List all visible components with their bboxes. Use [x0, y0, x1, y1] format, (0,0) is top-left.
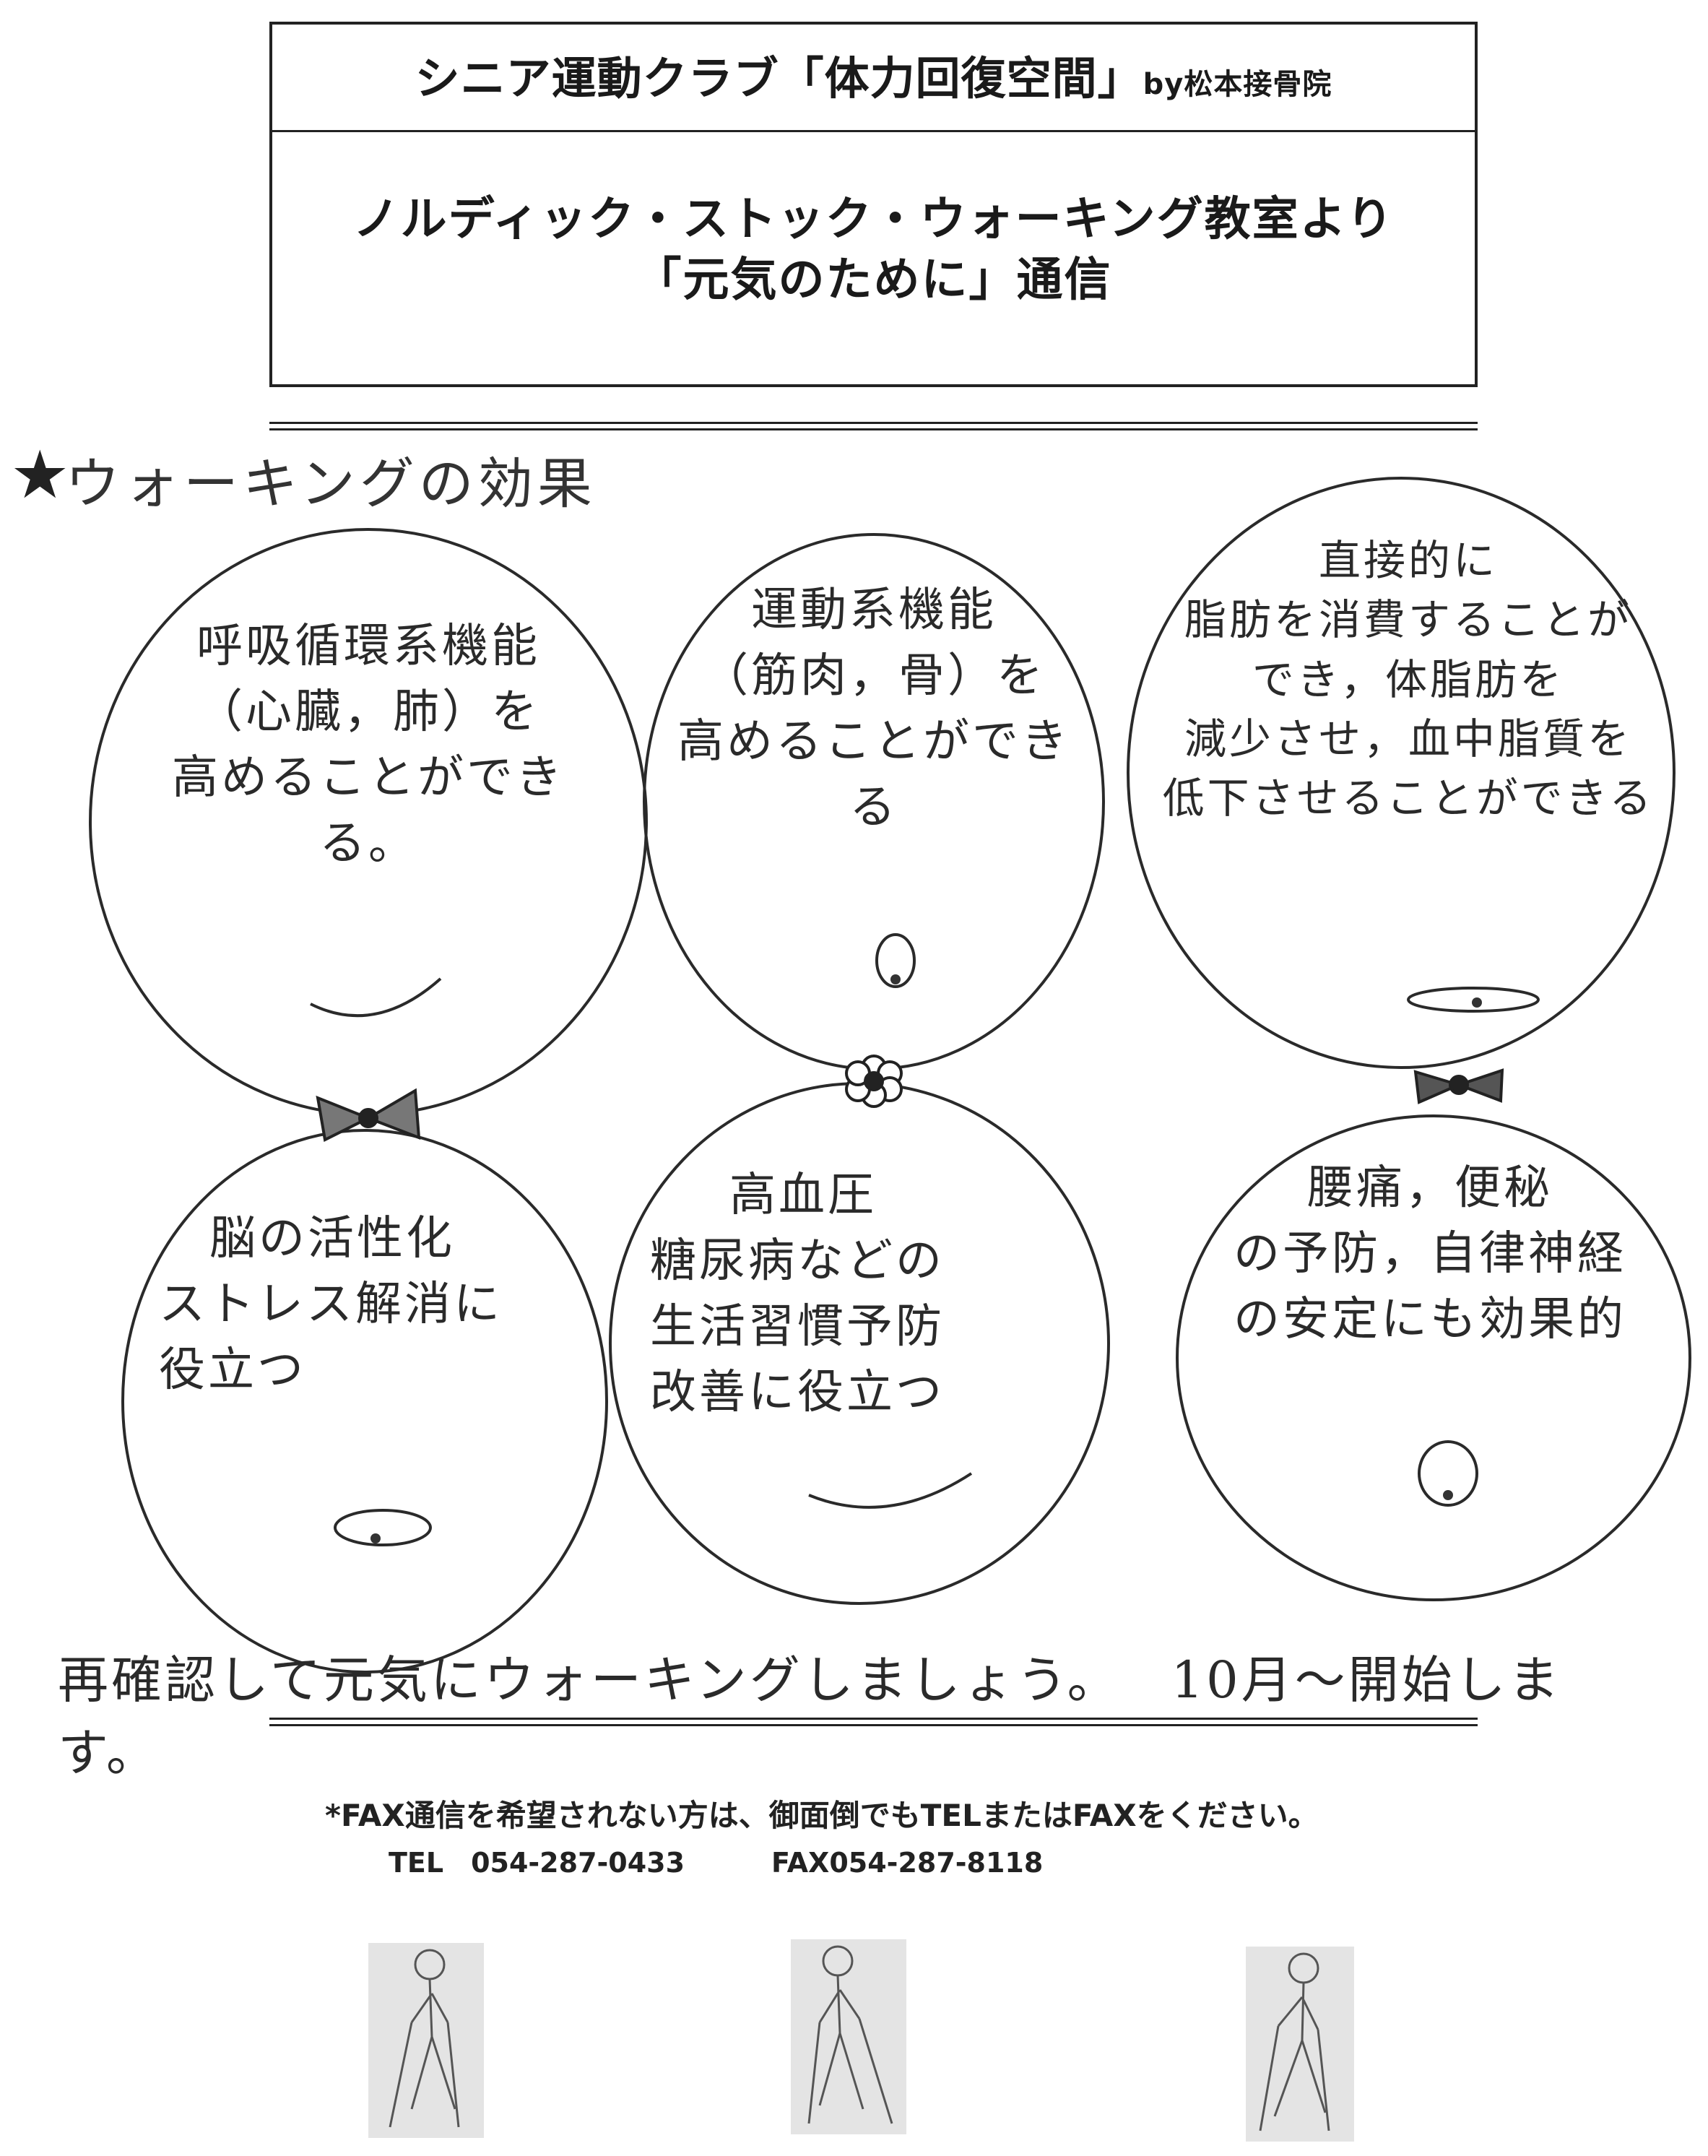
mouth-oval-3	[1407, 987, 1540, 1013]
balloon-3-line-1: 直接的に	[1318, 536, 1498, 585]
nordic-walker-icon	[1246, 1947, 1354, 2142]
balloon-6-line-2: の予防，自律神経	[1234, 1226, 1626, 1281]
class-title-line-1: ノルディック・ストック・ウォーキング教室より	[352, 193, 1395, 246]
class-title-line-2: 「元気のために」通信	[635, 254, 1112, 308]
mouth-dot-4	[370, 1533, 381, 1544]
balloon-outline-4	[121, 1129, 608, 1674]
nordic-walker-icon	[791, 1939, 906, 2134]
contact-line: TEL 054-287-0433 FAX054-287-8118	[389, 1840, 1130, 1880]
balloon-3-line-3: でき，体脂肪を	[1252, 654, 1565, 704]
mouth-dot-2	[890, 974, 901, 984]
balloon-6-line-1: 腰痛，便秘	[1307, 1161, 1553, 1215]
closing-message: 再確認して元気にウォーキングしましょう。	[58, 1650, 1121, 1710]
mouth-dot-6	[1443, 1490, 1453, 1500]
header-divider	[269, 130, 1478, 132]
balloon-text-3: 直接的に 脂肪を消費することが でき，体脂肪を 減少させ，血中脂質を 低下させる…	[1148, 531, 1668, 828]
balloon-outline-6	[1176, 1114, 1691, 1601]
club-title: シニア運動クラブ「体力回復空間」by松本接骨院	[269, 42, 1478, 107]
top-double-rule	[269, 422, 1478, 430]
smile-mouth-1	[310, 977, 442, 1018]
mouth-dot-3	[1472, 997, 1482, 1008]
club-by-text: by松本接骨院	[1143, 68, 1332, 101]
nordic-walker-icon	[368, 1943, 484, 2138]
balloon-3-line-5: 低下させることができる	[1162, 774, 1655, 823]
balloon-text-6: 腰痛，便秘 の予防，自律神経 の安定にも効果的	[1177, 1156, 1683, 1353]
balloon-1-line-1: 呼吸循環系機能	[196, 620, 540, 673]
header-box	[269, 22, 1478, 387]
club-title-text: シニア運動クラブ「体力回復空間」	[415, 52, 1143, 105]
balloon-2-line-3: 高めることができる	[677, 714, 1070, 834]
balloon-4-line-1: 脳の活性化	[209, 1212, 455, 1265]
fax-number: FAX054-287-8118	[771, 1847, 1044, 1879]
mouth-oval-2	[875, 933, 916, 988]
balloon-text-4: 脳の活性化 ストレス解消に 役立つ	[159, 1206, 563, 1403]
balloon-text-2: 運動系機能 （筋肉，骨）を 高めることができる	[672, 578, 1076, 841]
balloon-text-5: 高血圧 糖尿病などの 生活習慣予防 改善に役立つ	[650, 1163, 1083, 1426]
smile-mouth-5	[808, 1472, 973, 1509]
balloon-1-line-3: 高めることができる。	[172, 750, 565, 870]
balloon-6-line-3: の安定にも効果的	[1234, 1292, 1626, 1346]
class-title: ノルディック・ストック・ウォーキング教室より 「元気のために」通信	[269, 189, 1478, 311]
closing-note: 再確認して元気にウォーキングしましょう。10月～開始します。	[58, 1640, 1647, 1785]
star-icon: ★	[10, 436, 70, 514]
balloon-2-line-1: 運動系機能	[751, 584, 997, 637]
balloon-3-line-4: 減少させ，血中脂質を	[1184, 714, 1632, 764]
bow-tie-icon	[316, 1088, 421, 1142]
balloon-1-line-2: （心臓，肺）を	[196, 685, 540, 739]
balloon-5-line-3: 生活習慣予防	[650, 1299, 945, 1354]
balloon-outline-3	[1127, 477, 1676, 1069]
mouth-oval-6	[1418, 1440, 1478, 1507]
balloon-5-line-1: 高血圧	[729, 1169, 877, 1222]
bow-tie-icon-2	[1413, 1068, 1504, 1104]
mouth-oval-4	[334, 1509, 432, 1546]
tel-number: TEL 054-287-0433	[389, 1847, 685, 1879]
balloon-3-line-2: 脂肪を消費することが	[1184, 595, 1632, 645]
bottom-double-rule	[269, 1718, 1478, 1726]
balloon-5-line-2: 糖尿病などの	[650, 1234, 945, 1288]
balloon-4-line-2: ストレス解消に	[159, 1277, 503, 1331]
balloon-4-line-3: 役立つ	[159, 1343, 306, 1397]
balloon-5-line-4: 改善に役立つ	[650, 1365, 945, 1419]
flower-icon	[845, 1055, 903, 1108]
balloon-2-line-2: （筋肉，骨）を	[702, 649, 1046, 703]
balloon-text-1: 呼吸循環系機能 （心臓，肺）を 高めることができる。	[130, 614, 607, 877]
closing-schedule: 10月～開始します。	[58, 1650, 1562, 1783]
fax-note: *FAX通信を希望されない方は、御面倒でもTELまたはFAXをください。	[325, 1798, 1319, 1833]
section-heading: ウォーキングの効果	[65, 451, 597, 516]
